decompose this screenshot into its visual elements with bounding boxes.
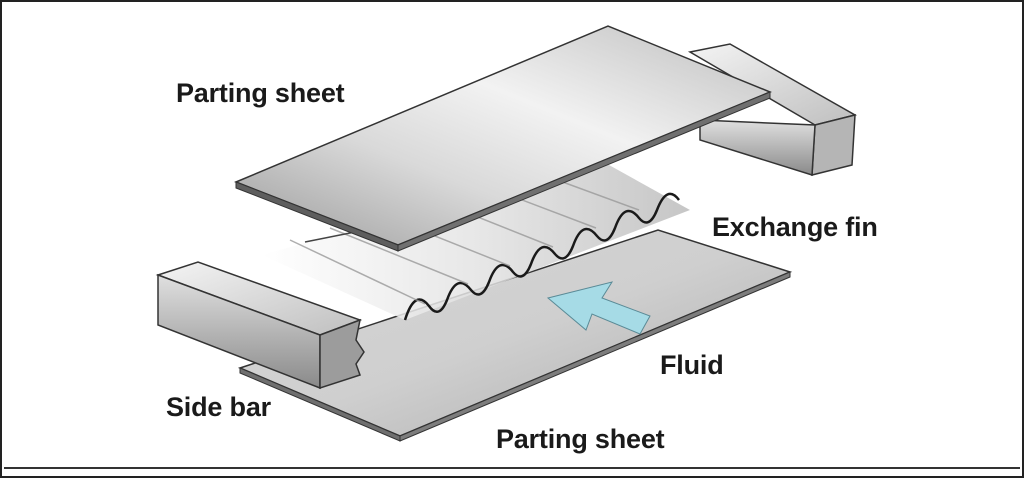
exchange-fin bbox=[262, 160, 690, 321]
fluid-flow-arrow bbox=[546, 281, 651, 335]
bottom-parting-sheet bbox=[237, 229, 793, 442]
right-side-bar bbox=[687, 43, 857, 177]
exchange-fin-label: Exchange fin bbox=[712, 212, 878, 242]
bottom-parting-sheet-label: Parting sheet bbox=[496, 424, 665, 454]
left-side-bar bbox=[155, 261, 365, 390]
top-parting-sheet bbox=[233, 25, 772, 252]
side-bar-label: Side bar bbox=[166, 392, 271, 422]
fluid-label: Fluid bbox=[660, 350, 724, 380]
top-parting-sheet-label: Parting sheet bbox=[176, 78, 345, 108]
